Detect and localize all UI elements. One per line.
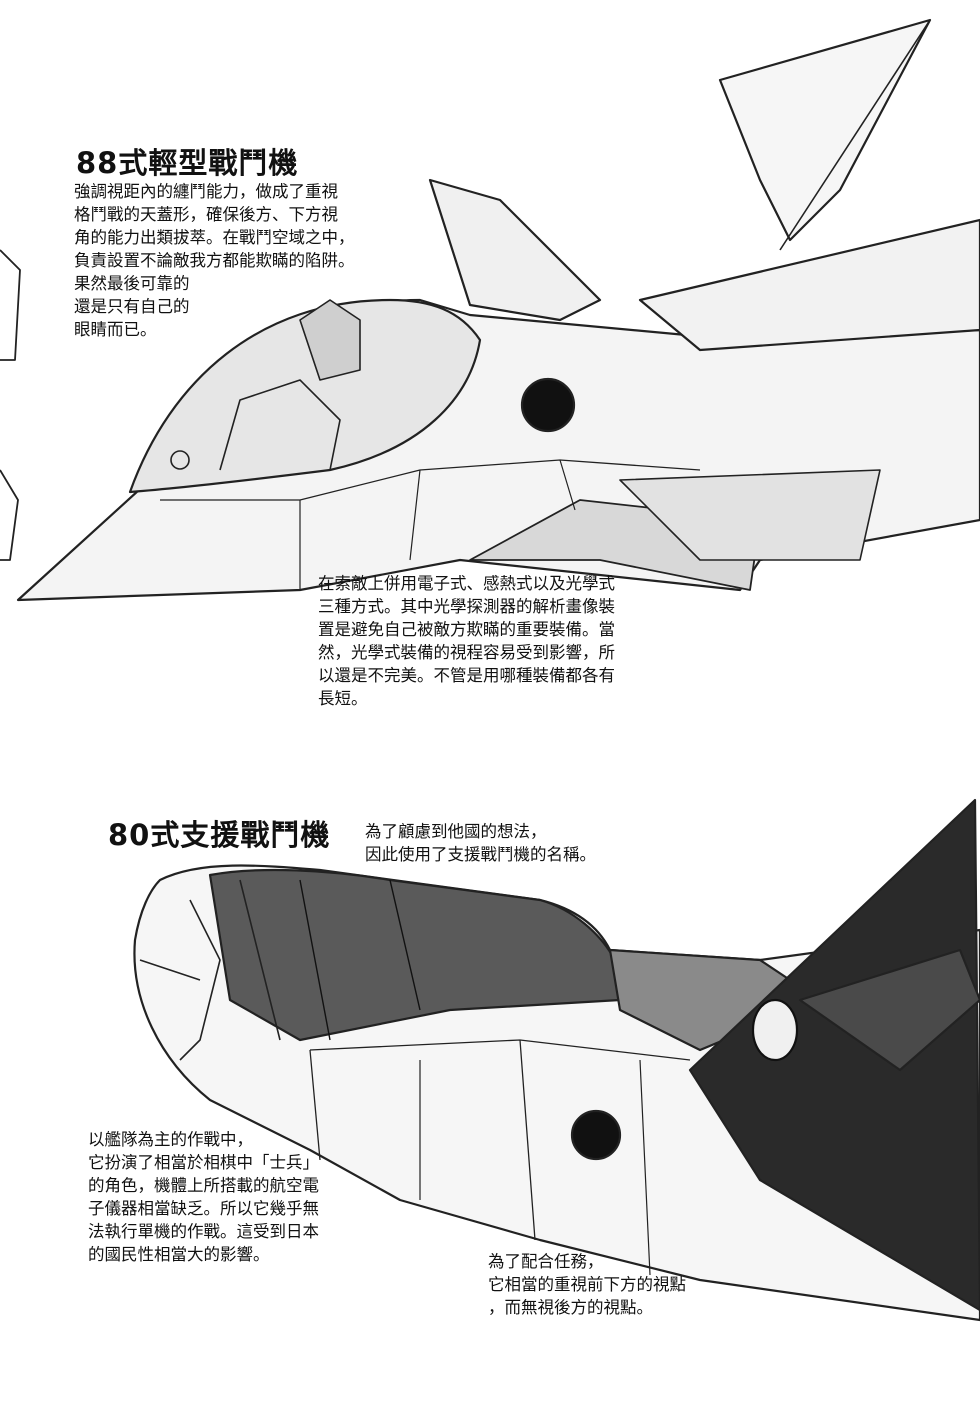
caption-line: 格鬥戰的天蓋形，確保後方、下方視 <box>74 205 338 224</box>
caption-line: ，而無視後方的視點。 <box>488 1298 653 1317</box>
caption-line: 然，光學式裝備的視程容易受到影響，所 <box>318 643 615 662</box>
caption-line: 果然最後可靠的 <box>74 274 190 293</box>
caption-line: 負責設置不論敵我方都能欺瞞的陷阱。 <box>74 251 355 270</box>
caption-line: 強調視距內的纏鬥能力，做成了重視 <box>74 182 338 201</box>
jet-88-title: 88式輕型戰鬥機 <box>76 146 299 180</box>
caption-line: 在索敵上併用電子式、感熱式以及光學式 <box>318 574 615 593</box>
caption-line: 它扮演了相當於相棋中「士兵」 <box>88 1153 319 1172</box>
caption-line: 三種方式。其中光學探測器的解析畫像裝 <box>318 597 615 616</box>
jet-88-illustration <box>0 18 980 602</box>
jet-80-caption-bottom: 為了配合任務， 它相當的重視前下方的視點 ，而無視後方的視點。 <box>488 1250 686 1319</box>
jet-80-illustration <box>133 798 980 1322</box>
caption-line: 子儀器相當缺乏。所以它幾乎無 <box>88 1199 319 1218</box>
caption-line: 還是只有自己的 <box>74 297 190 316</box>
caption-line: 因此使用了支援戰鬥機的名稱。 <box>365 845 596 864</box>
caption-line: 以艦隊為主的作戰中， <box>88 1130 253 1149</box>
caption-line: 眼睛而已。 <box>74 320 157 339</box>
caption-line: 長短。 <box>318 689 368 708</box>
caption-line: 它相當的重視前下方的視點 <box>488 1275 686 1294</box>
jet-80-caption-left: 以艦隊為主的作戰中， 它扮演了相當於相棋中「士兵」 的角色，機體上所搭載的航空電… <box>88 1128 319 1266</box>
caption-line: 為了顧慮到他國的想法， <box>365 822 547 841</box>
jet-88-caption-top: 強調視距內的纏鬥能力，做成了重視 格鬥戰的天蓋形，確保後方、下方視 角的能力出類… <box>74 180 355 341</box>
caption-line: 置是避免自己被敵方欺瞞的重要裝備。當 <box>318 620 615 639</box>
caption-line: 為了配合任務， <box>488 1252 604 1271</box>
jet-88-caption-bottom: 在索敵上併用電子式、感熱式以及光學式 三種方式。其中光學探測器的解析畫像裝 置是… <box>318 572 615 710</box>
jet-80-caption-top: 為了顧慮到他國的想法， 因此使用了支援戰鬥機的名稱。 <box>365 820 596 866</box>
caption-line: 以還是不完美。不管是用哪種裝備都各有 <box>318 666 615 685</box>
caption-line: 角的能力出類拔萃。在戰鬥空域之中， <box>74 228 355 247</box>
caption-line: 的國民性相當大的影響。 <box>88 1245 270 1264</box>
jet-80-title: 80式支援戰鬥機 <box>108 818 331 852</box>
caption-line: 法執行單機的作戰。這受到日本 <box>88 1222 319 1241</box>
caption-line: 的角色，機體上所搭載的航空電 <box>88 1176 319 1195</box>
